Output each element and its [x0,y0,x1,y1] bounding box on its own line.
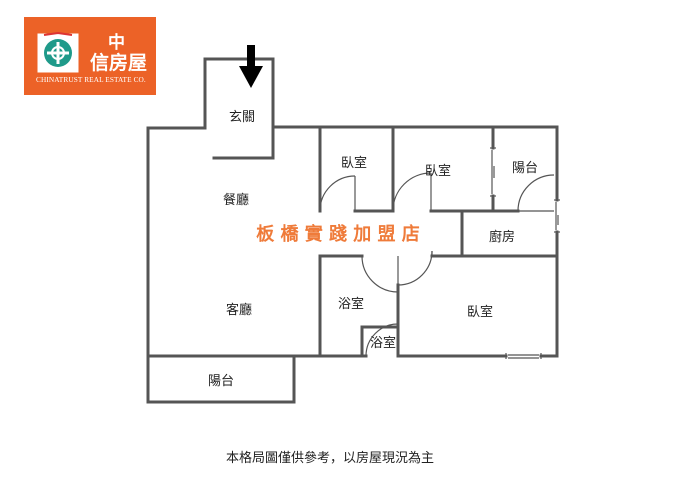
room-label-balcony-bottom: 陽台 [208,374,234,389]
room-label-bedroom-2: 臥室 [425,163,451,179]
door-bathroom-1 [361,255,399,293]
logo-brand-line1: 中 [108,33,125,53]
door-balcony [517,174,555,212]
logo-brand-english: CHINATRUST REAL ESTATE CO. [36,75,146,84]
room-label-living: 客廳 [226,302,252,318]
walls [146,57,559,404]
room-label-bedroom-3: 臥室 [467,304,493,320]
disclaimer-caption: 本格局圖僅供參考，以房屋現況為主 [225,451,434,466]
store-watermark: 板 橋 實 踐 加 盟 店 [256,223,420,245]
door-bedroom-1 [319,175,356,212]
logo-mark-icon [36,31,80,74]
logo-brand-line2: 信房屋 [90,52,148,74]
room-label-bathroom-1: 浴室 [338,296,364,312]
company-logo: 中 信房屋 CHINATRUST REAL ESTATE CO. [24,17,156,95]
room-label-bathroom-2: 浴室 [370,335,396,351]
entrance-arrow-icon [239,45,263,88]
door-bedroom-2 [392,172,432,212]
door-bedroom-3 [397,250,433,286]
room-label-dining: 餐廳 [223,192,249,208]
room-label-kitchen: 廚房 [489,229,515,245]
door-bathroom-2 [365,323,399,357]
room-label-bedroom-1: 臥室 [341,155,367,171]
room-label-entrance: 玄關 [229,110,255,125]
doors [319,147,560,359]
room-label-balcony-top: 陽台 [512,161,538,176]
